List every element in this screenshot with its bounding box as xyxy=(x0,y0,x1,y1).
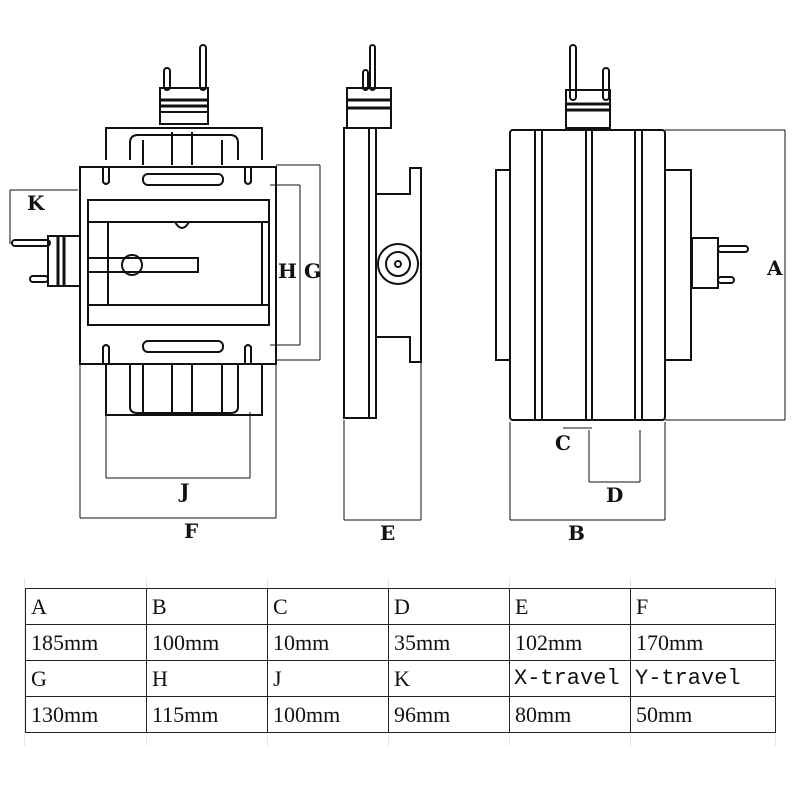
dimension-label-cell: D xyxy=(388,588,510,625)
dimension-label-cell: F xyxy=(630,588,776,625)
dimension-value-cell: 100mm xyxy=(267,696,389,733)
label-b: B xyxy=(568,521,585,545)
front-view xyxy=(495,44,749,421)
left-handwheel-icon xyxy=(11,235,81,287)
sheet-gridline xyxy=(775,578,776,746)
dimension-label-cell: J xyxy=(267,660,389,697)
technical-drawing: K H G J F E A C D B xyxy=(9,44,786,545)
dimension-value-cell: 80mm xyxy=(509,696,631,733)
dimension-label-cell: K xyxy=(388,660,510,697)
dimension-label-cell: C xyxy=(267,588,389,625)
dimension-value-cell: 115mm xyxy=(146,696,268,733)
dimension-label-cell: Y-travel xyxy=(630,660,776,697)
label-e: E xyxy=(380,521,395,545)
dimension-value-cell: 185mm xyxy=(25,624,147,661)
dimension-value-cell: 35mm xyxy=(388,624,510,661)
dimension-label-cell: E xyxy=(509,588,631,625)
top-view xyxy=(11,44,277,416)
label-c: C xyxy=(555,431,571,455)
dimension-value-cell: 100mm xyxy=(146,624,268,661)
dimension-label-cell: A xyxy=(25,588,147,625)
dimension-value-cell: 130mm xyxy=(25,696,147,733)
label-d: D xyxy=(606,483,623,507)
dimension-value-cell: 96mm xyxy=(388,696,510,733)
label-j: J xyxy=(178,479,189,503)
dimension-value-cell: 102mm xyxy=(509,624,631,661)
dimension-label-cell: B xyxy=(146,588,268,625)
label-f: F xyxy=(184,519,198,543)
dimension-label-cell: H xyxy=(146,660,268,697)
side-view xyxy=(343,44,422,419)
dimension-value-cell: 170mm xyxy=(630,624,776,661)
dimension-value-cell: 50mm xyxy=(630,696,776,733)
label-k: K xyxy=(27,191,45,215)
dimension-value-cell: 10mm xyxy=(267,624,389,661)
label-a: A xyxy=(766,256,783,280)
dimension-label-cell: G xyxy=(25,660,147,697)
top-handwheel-icon xyxy=(159,44,209,125)
sheet-gridline xyxy=(24,578,25,746)
dimension-label-cell: X-travel xyxy=(509,660,631,697)
label-g: G xyxy=(304,259,321,283)
label-h: H xyxy=(278,259,297,283)
